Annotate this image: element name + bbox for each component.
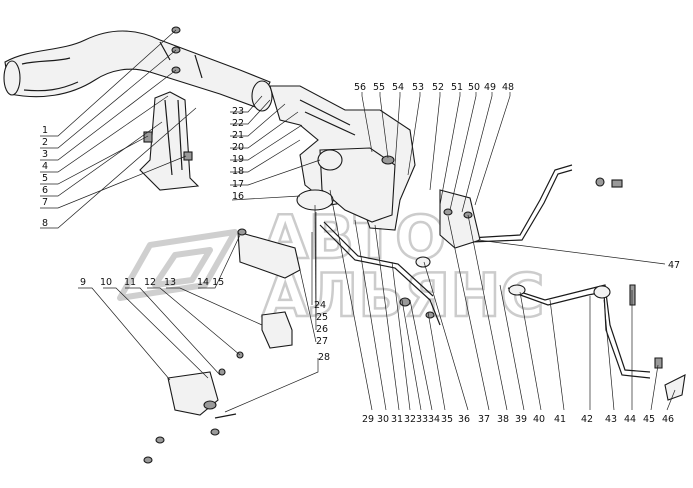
callout-16: 16 — [232, 191, 244, 202]
turbo-housing — [269, 85, 416, 231]
callout-23: 23 — [232, 106, 244, 117]
callout-30: 30 — [377, 414, 389, 425]
callout-40: 40 — [533, 414, 545, 425]
callout-53: 53 — [412, 82, 424, 93]
callout-33: 33 — [416, 414, 428, 425]
watermark: АВТО АЛЬЯНС — [117, 202, 546, 332]
callout-55: 55 — [373, 82, 385, 93]
callout-43: 43 — [605, 414, 617, 425]
callout-20: 20 — [232, 142, 244, 153]
callout-17: 17 — [232, 179, 244, 190]
callout-8: 8 — [42, 218, 48, 229]
gasket-assembly — [143, 228, 301, 464]
callout-51: 51 — [451, 82, 463, 93]
callout-6: 6 — [42, 185, 48, 196]
callout-labels: 1 2 3 4 5 6 7 8 9 10 11 12 13 14 15 16 1… — [42, 82, 680, 425]
callout-28: 28 — [318, 352, 330, 363]
callout-14-15: 14 15 — [197, 277, 224, 288]
pipe-bracket — [139, 91, 200, 191]
callout-25: 25 — [316, 312, 328, 323]
callout-39: 39 — [515, 414, 527, 425]
callout-49: 49 — [484, 82, 496, 93]
callout-19: 19 — [232, 154, 244, 165]
callout-7: 7 — [42, 197, 48, 208]
callout-52: 52 — [432, 82, 444, 93]
callout-54: 54 — [392, 82, 404, 93]
callout-35: 35 — [441, 414, 453, 425]
callout-34: 34 — [428, 414, 440, 425]
callout-42: 42 — [581, 414, 593, 425]
callout-50: 50 — [468, 82, 480, 93]
callout-10: 10 — [100, 277, 112, 288]
callout-41: 41 — [554, 414, 566, 425]
exhaust-pipe — [3, 26, 273, 112]
callout-24: 24 — [314, 300, 326, 311]
callout-37: 37 — [478, 414, 490, 425]
watermark-logo-mark — [117, 229, 238, 301]
callout-4: 4 — [42, 161, 48, 172]
leader-lines — [40, 29, 676, 413]
callout-56: 56 — [354, 82, 366, 93]
callout-36: 36 — [458, 414, 470, 425]
callout-31: 31 — [391, 414, 403, 425]
callout-13: 13 — [164, 277, 176, 288]
callout-1: 1 — [42, 125, 48, 136]
callout-3: 3 — [42, 149, 48, 160]
callout-11: 11 — [124, 277, 136, 288]
callout-48: 48 — [502, 82, 514, 93]
callout-12: 12 — [144, 277, 156, 288]
watermark-line2: АЛЬЯНС — [262, 261, 544, 331]
callout-32: 32 — [404, 414, 416, 425]
callout-45: 45 — [643, 414, 655, 425]
callout-27: 27 — [316, 336, 328, 347]
callout-47: 47 — [668, 260, 680, 271]
callout-2: 2 — [42, 137, 48, 148]
callout-46: 46 — [662, 414, 674, 425]
callout-38: 38 — [497, 414, 509, 425]
callout-29: 29 — [362, 414, 374, 425]
callout-26: 26 — [316, 324, 328, 335]
callout-18: 18 — [232, 166, 244, 177]
callout-5: 5 — [42, 173, 48, 184]
callout-9: 9 — [80, 277, 86, 288]
callout-21: 21 — [232, 130, 244, 141]
oil-lines — [319, 164, 686, 401]
callout-44: 44 — [624, 414, 636, 425]
callout-22: 22 — [232, 118, 244, 129]
